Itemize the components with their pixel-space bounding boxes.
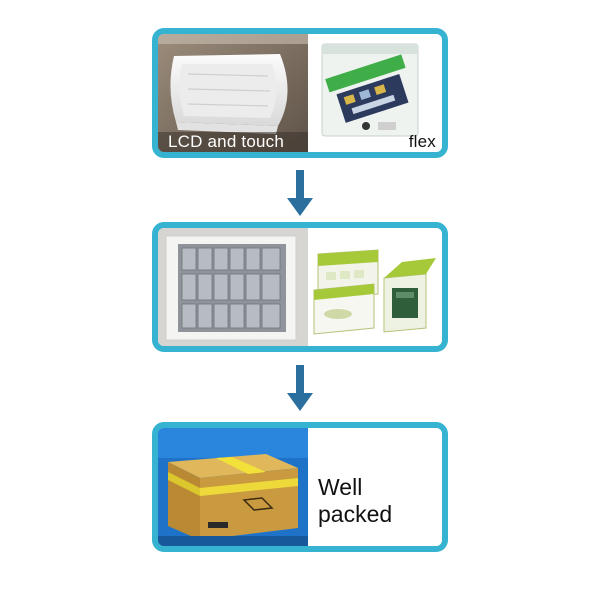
flex-caption: flex <box>408 132 436 151</box>
flex-photo: flex <box>308 34 442 152</box>
panel-boxed-parts <box>152 222 448 352</box>
panel-lcd-and-flex: LCD and touch flex <box>152 28 448 158</box>
shipping-carton-photo <box>158 428 308 546</box>
retail-boxes-photo <box>313 249 436 335</box>
lcd-touch-photo: LCD and touch <box>158 34 308 152</box>
arrow-down-icon <box>285 170 315 220</box>
arrow-down-icon <box>285 365 315 415</box>
well-packed-caption: Well packed <box>318 474 393 527</box>
well-packed-area: Well packed <box>308 428 442 546</box>
foam-bag-photo <box>158 34 308 152</box>
flex-cable-bag-photo <box>321 43 419 137</box>
retail-boxes-photo <box>308 228 442 346</box>
shipping-carton-photo <box>158 428 308 546</box>
foam-tray-photo <box>158 228 308 346</box>
foam-tray-with-bagged-parts-photo <box>158 228 308 346</box>
lcd-touch-caption: LCD and touch <box>168 132 285 151</box>
panel-well-packed: Well packed <box>152 422 448 552</box>
